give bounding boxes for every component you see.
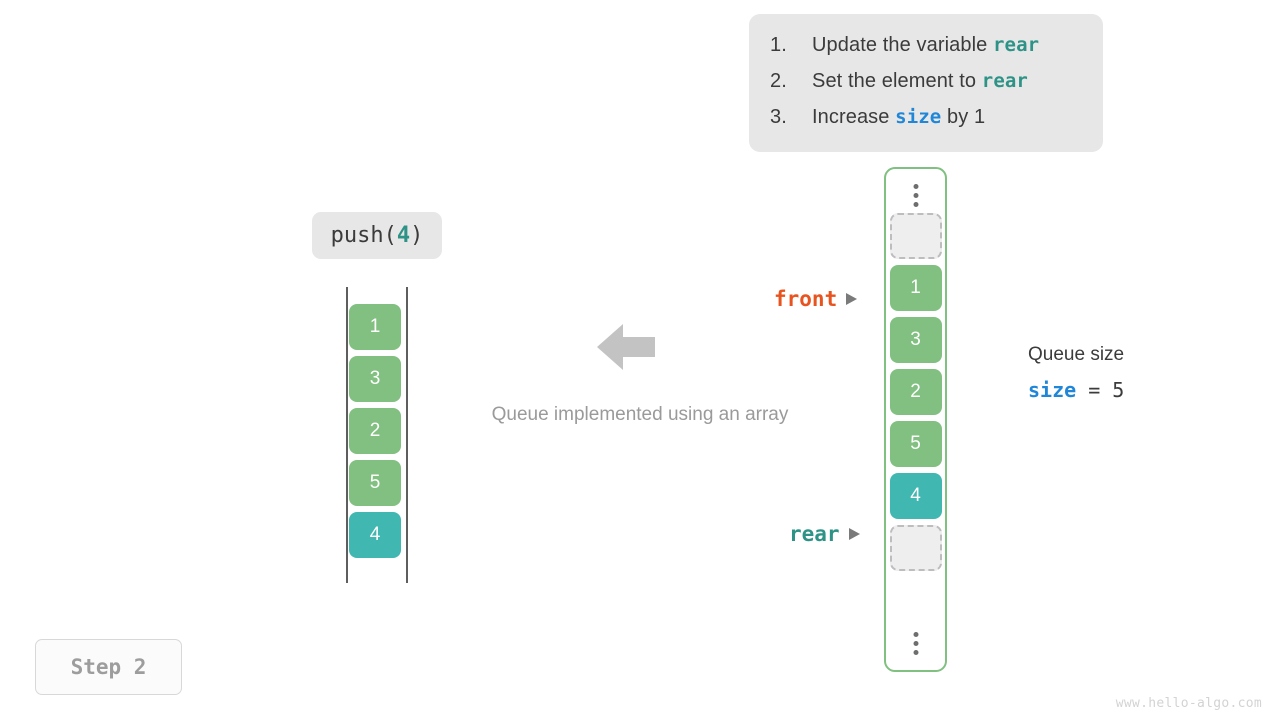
operation-close-paren: ) [410, 223, 424, 248]
vertical-ellipsis-icon-top [913, 184, 918, 207]
instruction-item: 1. Update the variable rear [749, 34, 1103, 70]
arrow-right-icon [848, 528, 860, 540]
instruction-code-token: rear [993, 34, 1040, 56]
instruction-number: 2. [770, 70, 787, 92]
array-cell-empty [889, 213, 942, 259]
instruction-text: Set the element to [812, 70, 982, 92]
rear-pointer-text: rear [789, 522, 840, 546]
left-array-cells: 1 3 2 5 4 [349, 304, 401, 564]
queue-size-title: Queue size [1028, 344, 1125, 365]
arrow-left-icon [597, 322, 655, 372]
instruction-panel: 1. Update the variable rear 2. Set the e… [749, 14, 1103, 152]
array-cell: 1 [889, 265, 942, 311]
queue-size-expression: size = 5 [1028, 378, 1124, 402]
instruction-number: 1. [770, 34, 787, 56]
site-watermark: www.hello-algo.com [1115, 696, 1262, 711]
array-cell: 2 [889, 369, 942, 415]
queue-size-variable: size [1028, 378, 1077, 402]
rear-pointer-label: rear [789, 522, 860, 546]
right-array-container: 1 3 2 5 4 [884, 167, 947, 672]
array-cell-empty [889, 525, 942, 571]
instruction-number: 3. [770, 106, 787, 128]
instruction-text-suffix: by 1 [941, 106, 986, 128]
diagram-caption: Queue implemented using an array [491, 404, 789, 425]
array-cell: 5 [889, 421, 942, 467]
step-badge: Step 2 [35, 639, 182, 695]
instruction-code-token: size [895, 106, 942, 128]
array-cell: 2 [349, 408, 401, 454]
array-cell: 3 [889, 317, 942, 363]
instruction-text: Increase [812, 106, 896, 128]
array-rail-right [406, 287, 408, 583]
operation-label: push(4) [312, 212, 442, 259]
arrow-right-icon [846, 293, 858, 305]
instruction-item: 3. Increase size by 1 [749, 106, 1103, 142]
operation-name: push( [330, 223, 397, 248]
queue-size-operator: = [1076, 378, 1113, 402]
queue-size-value: 5 [1112, 378, 1125, 402]
array-cell-new: 4 [349, 512, 401, 558]
array-cell-new: 4 [889, 473, 942, 519]
instruction-text: Update the variable [812, 34, 994, 56]
queue-size-readout: Queue size size = 5 [1028, 344, 1124, 402]
instruction-code-token: rear [981, 70, 1028, 92]
array-cell: 1 [349, 304, 401, 350]
left-array-view: 1 3 2 5 4 [346, 287, 408, 583]
array-cell: 3 [349, 356, 401, 402]
front-pointer-label: front [774, 287, 858, 311]
operation-argument: 4 [396, 223, 411, 248]
front-pointer-text: front [774, 287, 838, 311]
vertical-ellipsis-icon-bottom [913, 632, 918, 655]
array-cell: 5 [349, 460, 401, 506]
right-array-cells: 1 3 2 5 4 [889, 213, 942, 577]
array-rail-left [346, 287, 348, 583]
instruction-item: 2. Set the element to rear [749, 70, 1103, 106]
